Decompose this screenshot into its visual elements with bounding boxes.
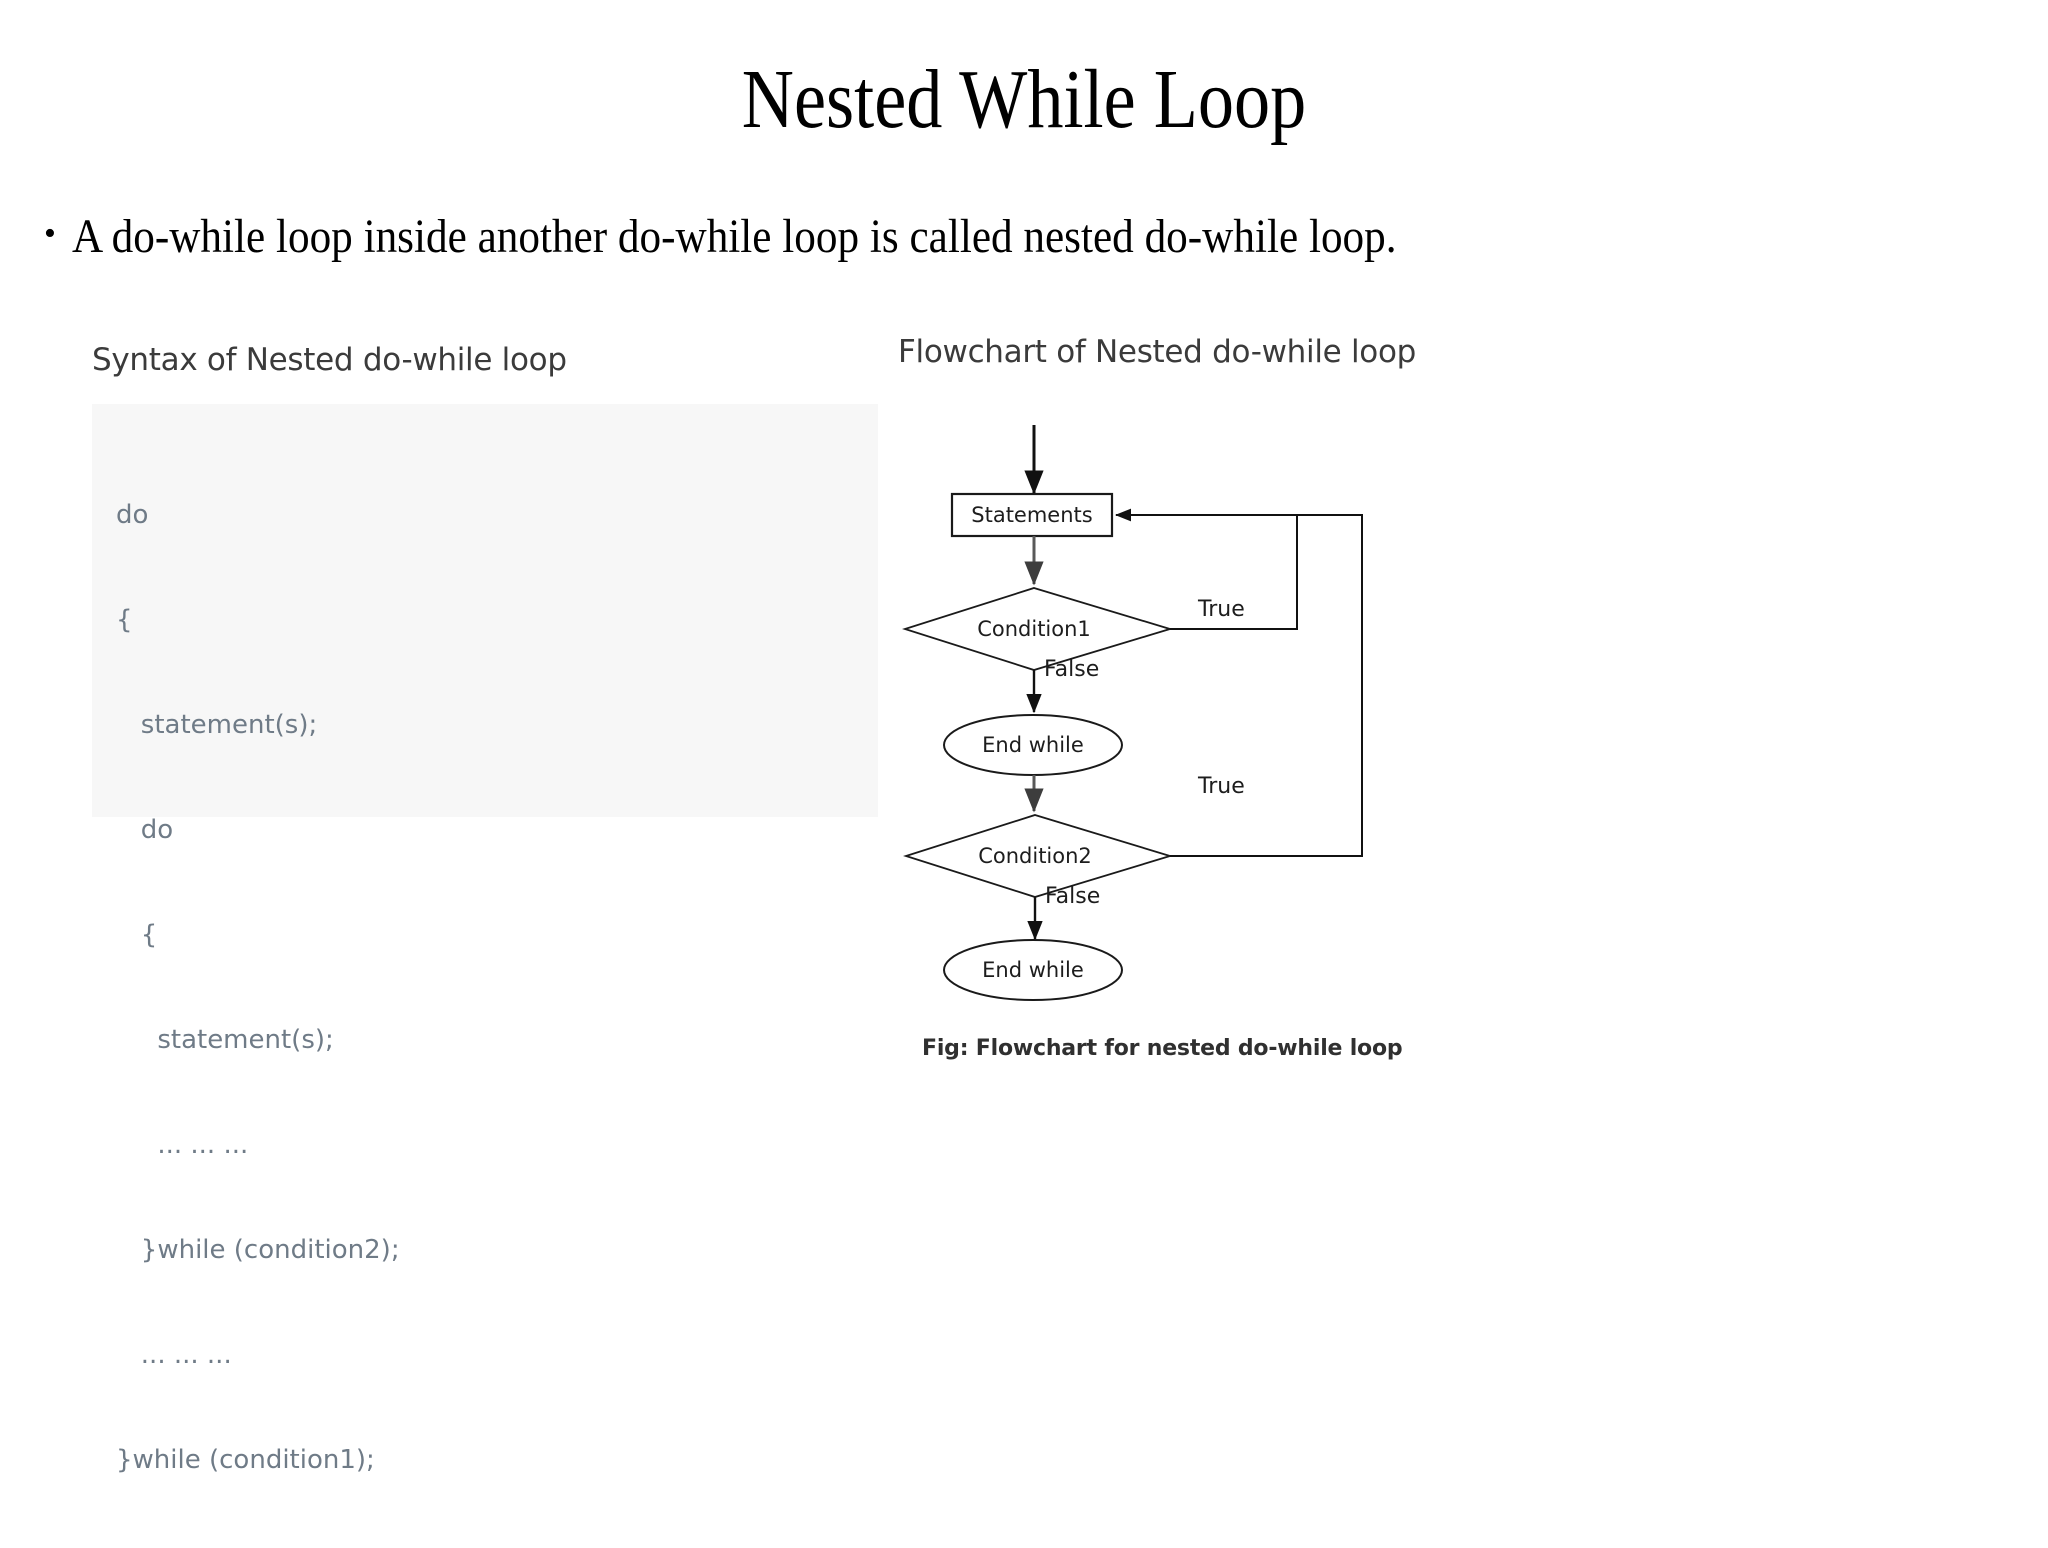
edge-label-condition1-true: True (1197, 597, 1245, 622)
flowchart-diagram: Statements Condition1 True False End whi… (902, 425, 1363, 1001)
bullet-marker-icon: • (44, 215, 56, 252)
code-line: { (116, 920, 158, 950)
edge-condition2-true (1116, 514, 1363, 857)
node-condition2-label: Condition2 (978, 844, 1092, 868)
code-line: }while (condition1); (116, 1445, 375, 1475)
code-line: statement(s); (116, 710, 318, 740)
syntax-panel-heading: Syntax of Nested do-while loop (92, 342, 567, 378)
edge-label-condition2-true: True (1197, 774, 1245, 799)
edge-label-condition2-false: False (1045, 884, 1100, 909)
page-title: Nested While Loop (741, 53, 1307, 146)
syntax-code-lines: do { statement(s); do { statement(s); ..… (116, 428, 400, 1548)
code-line: do (116, 500, 149, 530)
flowchart-caption: Fig: Flowchart for nested do-while loop (922, 1036, 1403, 1061)
edge-label-condition1-false: False (1044, 657, 1099, 682)
bullet-text: A do-while loop inside another do-while … (71, 210, 1397, 263)
node-statements-box (950, 492, 1114, 538)
code-line: { (116, 605, 133, 635)
node-end-while-2-ellipse (943, 939, 1123, 1001)
node-end-while-1-label: End while (982, 733, 1084, 757)
code-line: ... ... ... (116, 1340, 232, 1370)
code-line: }while (condition2); (116, 1235, 400, 1265)
syntax-code-block: do { statement(s); do { statement(s); ..… (92, 404, 878, 1475)
flowchart-panel-heading: Flowchart of Nested do-while loop (898, 334, 1416, 370)
code-line: statement(s); (116, 1025, 334, 1055)
node-condition1-label: Condition1 (977, 617, 1091, 641)
code-line: do (116, 815, 174, 845)
bullet-item: • A do-while loop inside another do-whil… (44, 210, 2004, 263)
node-end-while-2-label: End while (982, 958, 1084, 982)
node-statements-label: Statements (971, 503, 1092, 527)
code-line: ... ... ... (116, 1130, 249, 1160)
